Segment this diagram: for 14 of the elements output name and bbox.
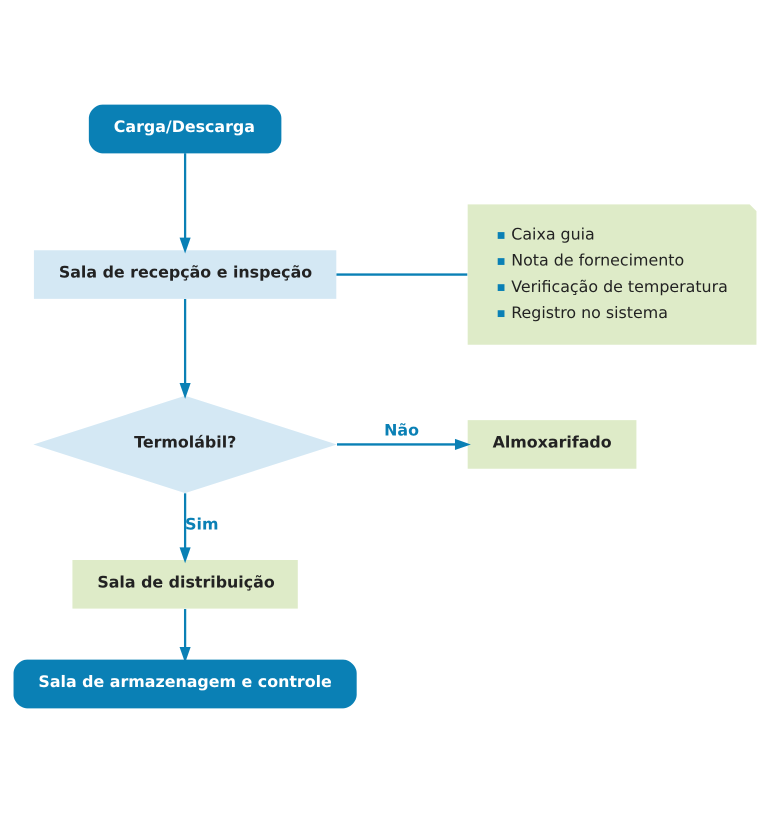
node-box: Carga/Descarga bbox=[88, 104, 281, 154]
node-box: Sala de recepção e inspeção bbox=[33, 250, 336, 299]
node-box: Sala de armazenagem e controle bbox=[13, 660, 356, 708]
edge-label: Não bbox=[384, 420, 418, 440]
edge-label: Sim bbox=[184, 514, 218, 534]
arrow bbox=[179, 609, 190, 663]
connector bbox=[336, 273, 467, 276]
node-diamond: Termolábil? bbox=[32, 396, 336, 494]
arrow bbox=[179, 493, 190, 564]
arrow bbox=[179, 154, 190, 254]
node-box: Almoxarifado bbox=[467, 420, 636, 469]
arrow bbox=[179, 299, 190, 399]
arrow bbox=[336, 438, 470, 450]
node-box: Sala de distribuição bbox=[72, 560, 298, 609]
